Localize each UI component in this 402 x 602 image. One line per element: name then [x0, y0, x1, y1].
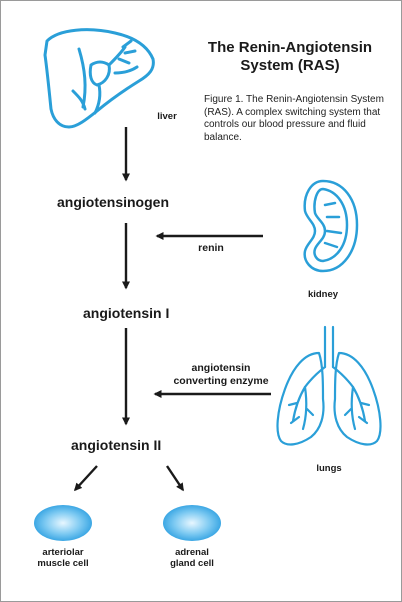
lungs-label: lungs — [316, 463, 342, 474]
title-line-2: System (RAS) — [240, 57, 340, 74]
ace-label-line-2: converting enzyme — [173, 375, 269, 387]
adrenal-gland-cell — [163, 505, 221, 541]
arteriolar-muscle-cell-label: arteriolar muscle cell — [23, 547, 103, 569]
ace-label-line-1: angiotensin — [191, 362, 251, 374]
liver-illustration — [43, 28, 155, 129]
adrenal-gland-cell-label: adrenal gland cell — [152, 547, 232, 569]
arteriolar-line-2: muscle cell — [37, 558, 89, 569]
lungs-illustration — [276, 325, 382, 446]
angiotensin-1-label: angiotensin I — [83, 305, 170, 321]
diagram-title: The Renin-Angiotensin System (RAS) — [197, 39, 383, 75]
title-line-1: The Renin-Angiotensin — [207, 39, 373, 56]
adrenal-line-1: adrenal — [175, 547, 209, 558]
arteriolar-line-1: arteriolar — [42, 547, 84, 558]
kidney-illustration — [303, 179, 359, 273]
figure-caption: Figure 1. The Renin-Angiotensin System (… — [204, 94, 384, 143]
angiotensin-2-label: angiotensin II — [71, 437, 162, 453]
angiotensinogen-label: angiotensinogen — [57, 194, 169, 210]
arrow-to-arteriolar-cell — [73, 465, 98, 492]
ace-label: angiotensin converting enzyme — [171, 362, 271, 388]
arrow-to-adrenal-cell — [166, 465, 184, 492]
adrenal-line-2: gland cell — [170, 558, 214, 569]
liver-label: liver — [157, 111, 177, 122]
arteriolar-muscle-cell — [34, 505, 92, 541]
renin-label: renin — [198, 242, 224, 254]
kidney-label: kidney — [307, 289, 339, 300]
